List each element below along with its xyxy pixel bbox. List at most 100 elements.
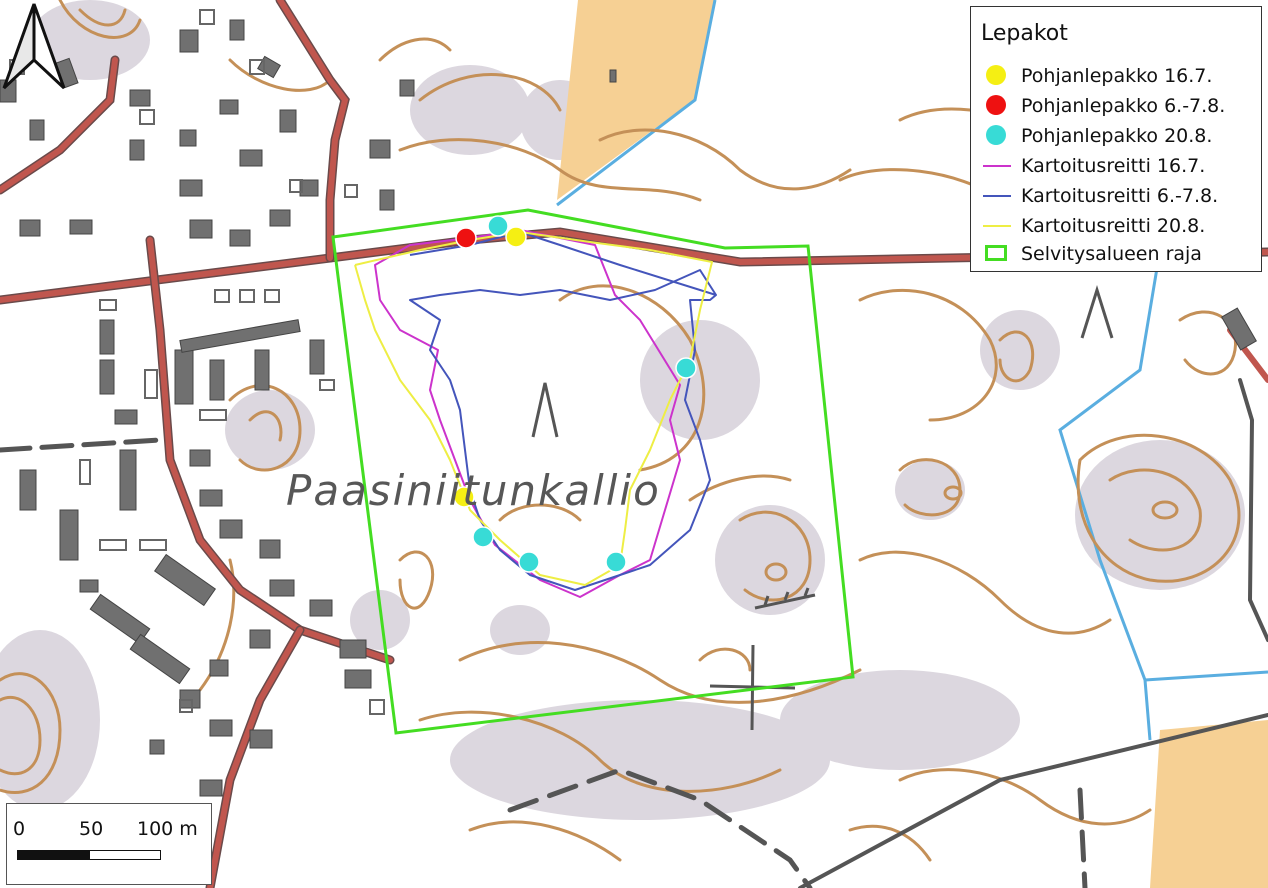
contour-line [1076, 433, 1241, 583]
legend-label: Kartoitusreitti 6.-7.8. [1021, 185, 1219, 207]
building [369, 139, 391, 159]
legend-label: Kartoitusreitti 16.7. [1021, 155, 1206, 177]
contour-line [848, 824, 932, 862]
building [219, 99, 239, 115]
building [29, 119, 45, 141]
legend-item: Kartoitusreitti 16.7. [981, 153, 1205, 179]
building [119, 449, 137, 511]
building [179, 129, 197, 147]
building [239, 149, 263, 167]
terrain-patch [450, 700, 830, 820]
building [209, 359, 225, 401]
scale-fill [18, 851, 90, 859]
building [153, 553, 217, 607]
yellow-line-icon [981, 213, 1013, 239]
contour-line [0, 672, 62, 794]
building [199, 779, 223, 797]
building-outline [99, 299, 117, 311]
routes-layer [354, 229, 717, 598]
terrain-patch [640, 320, 760, 440]
terrain-patch [0, 630, 100, 810]
building-outline [214, 289, 230, 303]
legend-item: Pohjanlepakko 20.8. [981, 123, 1212, 149]
terrain-layer [0, 0, 1245, 820]
route-16-7 [374, 229, 681, 598]
road-north [277, 0, 349, 261]
building [99, 359, 115, 395]
building [254, 349, 270, 391]
cliff-symbol [531, 382, 559, 438]
path-dashed [1077, 787, 1088, 888]
map-legend: Lepakot Pohjanlepakko 16.7. Pohjanlepakk… [970, 6, 1262, 272]
route-6-7-8 [409, 231, 717, 591]
scale-label-mid: 50 [79, 818, 104, 840]
terrain-patch [895, 460, 965, 520]
contour-line [58, 0, 142, 39]
building-outline [369, 699, 385, 715]
route-20-8 [354, 231, 713, 586]
place-name-label: Paasiniitunkallio [286, 466, 661, 515]
legend-item: Selvitysalueen raja [981, 241, 1202, 267]
legend-item: Kartoitusreitti 6.-7.8. [981, 183, 1218, 209]
legend-label: Kartoitusreitti 20.8. [1021, 215, 1206, 237]
building [199, 489, 223, 507]
building [1221, 307, 1257, 351]
building [249, 629, 271, 649]
building [229, 229, 251, 247]
contour-line [398, 138, 702, 202]
contour-line [228, 58, 332, 92]
building [129, 633, 191, 685]
building [149, 739, 165, 755]
scale-track [17, 850, 161, 860]
contour-line [1151, 500, 1179, 520]
stream [556, 0, 717, 207]
legend-label: Pohjanlepakko 20.8. [1021, 125, 1213, 147]
scale-label-zero: 0 [13, 818, 26, 840]
field-area [1150, 720, 1268, 888]
contour-line [458, 641, 862, 704]
building [229, 19, 245, 41]
legend-title: Lepakot [981, 21, 1068, 46]
building [129, 139, 145, 161]
contour-layer [0, 0, 1241, 862]
building-outline [199, 9, 215, 25]
obs-point-20-8 [675, 357, 697, 379]
building [259, 539, 281, 559]
building-outline [249, 59, 265, 75]
building [189, 449, 211, 467]
building [399, 79, 415, 97]
scale-label-end: 100 m [137, 818, 198, 840]
field-layer [557, 0, 1268, 888]
road-gray [798, 713, 1268, 888]
terrain-patch [780, 670, 1020, 770]
building [69, 219, 93, 235]
north-arrow-icon [2, 3, 66, 90]
contour-line [1108, 468, 1202, 552]
building [179, 319, 301, 353]
building [59, 509, 79, 561]
fence-symbol [754, 587, 816, 610]
stream [1144, 670, 1268, 682]
contour-line [943, 485, 963, 501]
building [209, 719, 233, 737]
contour-line [688, 474, 792, 502]
contour-line [418, 710, 782, 793]
outline-building-layer [9, 9, 385, 715]
legend-item: Pohjanlepakko 6.-7.8. [981, 93, 1225, 119]
contour-line [598, 128, 852, 191]
building [179, 29, 199, 53]
road-south [207, 627, 303, 888]
terrain-patch [350, 590, 410, 650]
building [309, 339, 325, 375]
building [299, 179, 319, 197]
building [89, 593, 151, 645]
building [344, 669, 372, 689]
contour-line [764, 562, 788, 582]
magenta-line-icon [981, 153, 1013, 179]
building [609, 69, 617, 83]
terrain-patch [1075, 440, 1245, 590]
road-nw [0, 57, 118, 193]
contour-line [0, 696, 42, 776]
contour-line [418, 73, 562, 112]
